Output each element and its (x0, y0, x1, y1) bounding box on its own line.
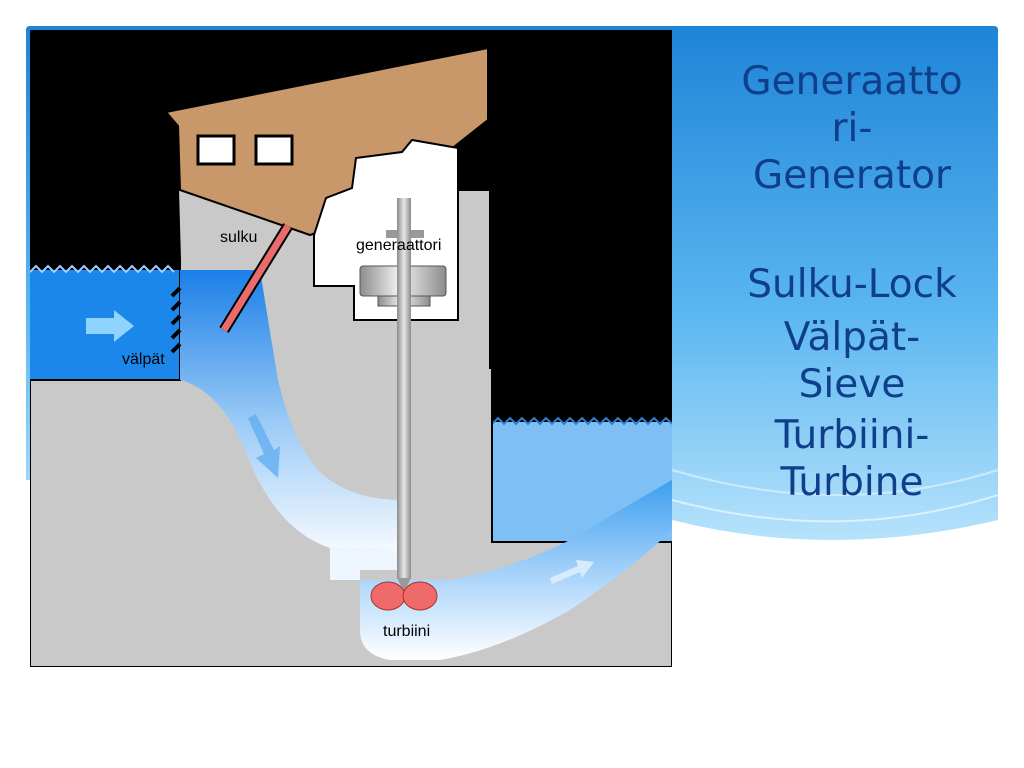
turbine-blade-right (402, 581, 438, 611)
sieve-term-1: Välpät- (783, 315, 921, 360)
label-sulku: sulku (220, 229, 257, 246)
lock-term: Sulku-Lock (747, 262, 957, 307)
title-line-3: Generator (752, 153, 952, 198)
hydropower-diagram: sulku generaattori välpät turbiini (30, 30, 672, 667)
penstock (180, 270, 402, 550)
label-generaattori: generaattori (356, 237, 441, 254)
sieve-term-2: Sieve (798, 362, 906, 407)
label-turbiini: turbiini (383, 623, 430, 640)
title-line-1: Generaatto (741, 59, 963, 104)
turbine-term-1: Turbiini- (774, 413, 930, 458)
slide-text: Generaatto ri- Generator Sulku-Lock Välp… (702, 58, 1002, 506)
window-left (196, 134, 236, 166)
sieve-bars (170, 286, 182, 354)
turbine-term-2: Turbine (780, 460, 924, 505)
tailrace (360, 480, 672, 660)
label-valpat: välpät (122, 351, 165, 368)
window-right (254, 134, 294, 166)
turbine-blade-left (370, 581, 406, 611)
turbine-shaft (397, 198, 411, 578)
inflow-arrow (86, 310, 134, 342)
outflow-arrow (550, 560, 594, 584)
title-line-2: ri- (831, 106, 873, 151)
penstock-arrow (248, 414, 280, 478)
lock-gate (221, 224, 291, 332)
